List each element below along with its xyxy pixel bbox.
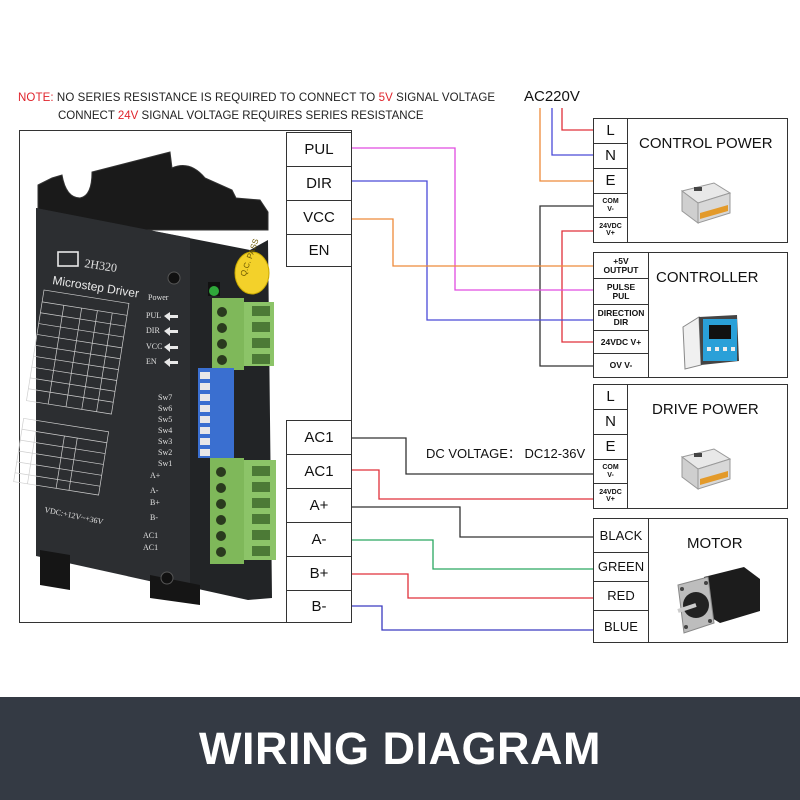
motor-box: BLACK GREEN RED BLUE MOTOR — [593, 518, 788, 643]
wire-ac1-com — [352, 437, 594, 475]
switch-label: Sw3 — [158, 437, 172, 446]
driver-model: 2H320 — [84, 256, 118, 275]
motor-port-label: B+ — [150, 498, 160, 507]
ctrl-terminal-direction: DIRECTION DIR — [594, 305, 649, 331]
switch-label: Sw5 — [158, 415, 172, 424]
wire-b-plus — [352, 573, 594, 599]
brand-logo-icon — [57, 251, 79, 267]
screw-icon — [167, 271, 181, 285]
power-led-icon — [209, 286, 219, 296]
motor-port-label: AC1 — [143, 531, 158, 540]
switch-label: Sw7 — [158, 393, 172, 402]
screw-icon — [160, 571, 174, 585]
terminal-ac1-1: AC1 — [286, 420, 352, 455]
wire-dir — [352, 180, 594, 321]
wire-ac-n — [551, 108, 594, 156]
cp-terminal-com: COM V- — [594, 194, 628, 218]
driver-port-label: VCC — [146, 342, 162, 351]
control-power-box: L N E COM V- 24VDC V+ CONTROL POWER — [593, 118, 788, 243]
ctrl-terminal-5v: +5V OUTPUT — [594, 253, 649, 279]
wiring-lines: 2H320 Microstep Driver Power PUL DIR VCC… — [13, 108, 594, 631]
wire-ac-l — [561, 108, 594, 131]
drive-power-title: DRIVE POWER — [652, 401, 759, 418]
motor-port-label: A- — [150, 486, 159, 495]
terminal-en: EN — [286, 234, 352, 267]
power-supply-icon — [680, 182, 732, 224]
cp-terminal-n: N — [594, 144, 628, 169]
motor-terminal-red: RED — [594, 582, 649, 611]
note-text: NO SERIES RESISTANCE IS REQUIRED TO CONN… — [53, 92, 379, 104]
motor-terminal-green: GREEN — [594, 553, 649, 582]
cp-terminal-24v: 24VDC V+ — [594, 218, 628, 242]
ctrl-terminal-0v: OV V- — [594, 354, 649, 377]
dp-terminal-l: L — [594, 385, 628, 410]
driver-port-label: DIR — [146, 326, 160, 335]
note-label: NOTE: — [18, 92, 54, 104]
control-power-title: CONTROL POWER — [639, 135, 773, 152]
note-highlight-5v: 5V — [378, 92, 393, 104]
controller-box: +5V OUTPUT PULSE PUL DIRECTION DIR 24VDC… — [593, 252, 788, 378]
wire-a-plus — [352, 506, 594, 538]
wire-ac-e — [539, 108, 594, 182]
terminal-ac1-2: AC1 — [286, 454, 352, 489]
motor-terminal-blue: BLUE — [594, 611, 649, 642]
note-line-2: CONNECT 24V SIGNAL VOLTAGE REQUIRES SERI… — [58, 110, 424, 122]
title-banner: WIRING DIAGRAM — [0, 697, 800, 800]
terminal-pul: PUL — [286, 132, 352, 167]
dip-switch[interactable] — [198, 368, 234, 458]
terminal-dir: DIR — [286, 166, 352, 201]
wire-b-minus — [352, 605, 594, 631]
terminal-a-plus: A+ — [286, 488, 352, 523]
terminal-a-minus: A- — [286, 522, 352, 557]
note-text: SIGNAL VOLTAGE — [392, 92, 496, 104]
motor-title: MOTOR — [687, 535, 743, 552]
driver-illustration: 2H320 Microstep Driver Power PUL DIR VCC… — [13, 151, 276, 605]
dp-terminal-n: N — [594, 410, 628, 435]
note-highlight-24v: 24V — [117, 110, 139, 122]
terminal-b-minus: B- — [286, 590, 352, 623]
wire-pul — [352, 147, 594, 291]
terminal-vcc: VCC — [286, 200, 352, 235]
motor-port-label: B- — [150, 513, 158, 522]
banner-title: WIRING DIAGRAM — [199, 722, 601, 774]
dp-terminal-e: E — [594, 435, 628, 460]
stepper-motor-icon — [677, 567, 760, 634]
controller-title: CONTROLLER — [656, 269, 759, 286]
driver-port-label: PUL — [146, 311, 161, 320]
wire-com-0v — [539, 205, 594, 367]
power-led-label: Power — [148, 293, 169, 302]
terminal-b-plus: B+ — [286, 556, 352, 591]
wire-vcc — [352, 218, 594, 267]
cp-terminal-e: E — [594, 169, 628, 194]
ac220v-label: AC220V — [524, 88, 580, 105]
motor-port-label: AC1 — [143, 543, 158, 552]
wire-a-minus — [352, 539, 594, 570]
switch-label: Sw1 — [158, 459, 172, 468]
signal-terminal-block — [212, 298, 274, 370]
note-text: CONNECT — [58, 110, 118, 122]
ctrl-terminal-24v: 24VDC V+ — [594, 331, 649, 354]
port-arrow-icons — [164, 312, 178, 367]
switch-label: Sw4 — [158, 426, 172, 435]
switch-label: Sw6 — [158, 404, 172, 413]
driver-port-label: EN — [146, 357, 157, 366]
ctrl-terminal-pulse: PULSE PUL — [594, 279, 649, 305]
dc-voltage-label: DC VOLTAGE： DC12-36V — [426, 446, 586, 461]
qc-pass-sticker — [234, 251, 270, 295]
wire-ac1-24v — [352, 469, 594, 500]
wire-24v — [561, 230, 594, 343]
dp-terminal-com: COM V- — [594, 460, 628, 484]
dp-terminal-24v: 24VDC V+ — [594, 484, 628, 508]
power-supply-icon — [680, 448, 732, 490]
motor-terminal-black: BLACK — [594, 519, 649, 553]
motor-terminal-block — [210, 458, 276, 564]
controller-device-icon — [682, 315, 739, 370]
driver-frame — [19, 130, 352, 623]
motor-port-label: A+ — [150, 471, 161, 480]
cp-terminal-l: L — [594, 119, 628, 144]
drive-power-box: L N E COM V- 24VDC V+ DRIVE POWER — [593, 384, 788, 509]
switch-label: Sw2 — [158, 448, 172, 457]
note-line-1: NOTE: NO SERIES RESISTANCE IS REQUIRED T… — [18, 92, 495, 104]
note-text: SIGNAL VOLTAGE REQUIRES SERIES RESISTANC… — [138, 110, 424, 122]
